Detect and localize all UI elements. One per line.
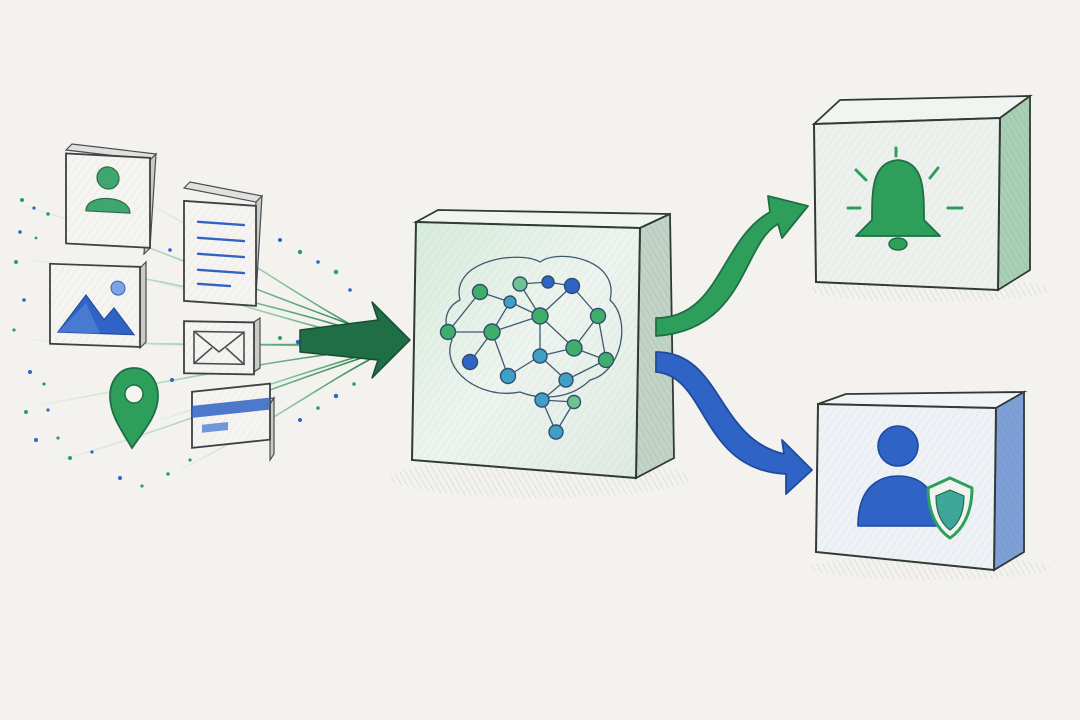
shield-icon (926, 476, 974, 540)
protected-user-output-box (810, 390, 1050, 580)
processing-cube (390, 209, 690, 498)
credit-card-icon (192, 397, 270, 433)
output-arrow-blue (655, 351, 813, 495)
neural-network-brain-icon (439, 255, 623, 440)
user-profile-card (64, 143, 158, 256)
document-card (182, 181, 264, 307)
envelope-icon (193, 330, 245, 366)
email-card (183, 316, 261, 376)
user-shield-icon (857, 425, 974, 540)
alert-output-box (810, 94, 1050, 302)
map-pin-icon (109, 367, 159, 450)
image-card (49, 260, 147, 350)
input-arrow (299, 301, 411, 379)
document-icon (196, 220, 246, 288)
bell-ring-lines (846, 166, 964, 210)
bell-icon (846, 146, 964, 251)
payment-card (190, 382, 276, 462)
network-nodes (439, 275, 615, 440)
landscape-image-icon (56, 280, 136, 336)
user-icon (85, 166, 131, 214)
output-arrow-green (655, 195, 809, 337)
location-marker (109, 367, 159, 450)
stream-dots (12, 198, 356, 488)
